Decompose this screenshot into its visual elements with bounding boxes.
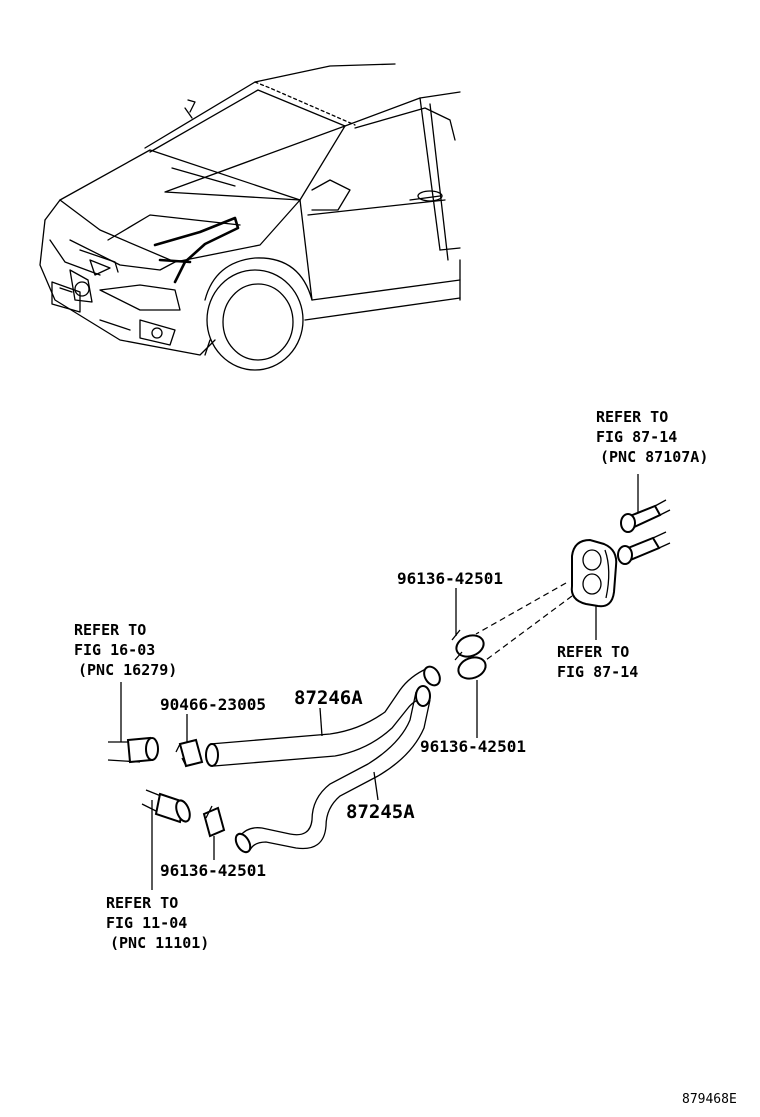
- clamp: [175, 738, 204, 768]
- ref-11-04-pnc-11101: REFER TO FIG 11-04 (PNC 11101): [106, 894, 209, 952]
- ref-line: FIG 87-14: [557, 663, 638, 681]
- hose-87245a: [234, 685, 431, 854]
- ref-line: REFER TO: [557, 643, 629, 661]
- alignment-line: [475, 582, 567, 635]
- ref-line: (PNC 16279): [78, 661, 177, 679]
- grommet: [570, 538, 618, 608]
- ref-16-03-pnc-16279: REFER TO FIG 16-03 (PNC 16279): [74, 621, 177, 679]
- clamp: [451, 629, 487, 680]
- ref-87-14-grommet: REFER TO FIG 87-14: [557, 643, 638, 681]
- engine-pipe-upper: [107, 736, 159, 764]
- ref-line: (PNC 87107A): [600, 448, 708, 466]
- clamp: [202, 805, 226, 838]
- part-number-96136-42501: 96136-42501: [420, 737, 526, 756]
- ref-line: REFER TO: [106, 894, 178, 912]
- car-illustration: [39, 63, 461, 371]
- part-number-96136-42501: 96136-42501: [160, 861, 266, 880]
- ref-line: FIG 16-03: [74, 641, 155, 659]
- ref-line: FIG 87-14: [596, 428, 677, 446]
- leader-line: [373, 771, 379, 801]
- hose-87246a: [205, 665, 441, 767]
- engine-pipe-lower: [141, 789, 191, 824]
- part-number-96136-42501: 96136-42501: [397, 569, 503, 588]
- ref-line: REFER TO: [74, 621, 146, 639]
- ref-line: REFER TO: [596, 408, 668, 426]
- leader-line: [319, 707, 323, 737]
- alignment-line: [485, 595, 573, 661]
- part-number-87246a: 87246A: [294, 687, 363, 709]
- ref-87-14-pnc-87107a: REFER TO FIG 87-14 (PNC 87107A): [596, 408, 708, 466]
- ref-line: FIG 11-04: [106, 914, 187, 932]
- figure-code: 879468E: [682, 1092, 737, 1107]
- ref-line: (PNC 11101): [110, 934, 209, 952]
- part-number-87245a: 87245A: [346, 801, 415, 823]
- heater-pipes: [617, 499, 671, 565]
- part-number-90466-23005: 90466-23005: [160, 695, 266, 714]
